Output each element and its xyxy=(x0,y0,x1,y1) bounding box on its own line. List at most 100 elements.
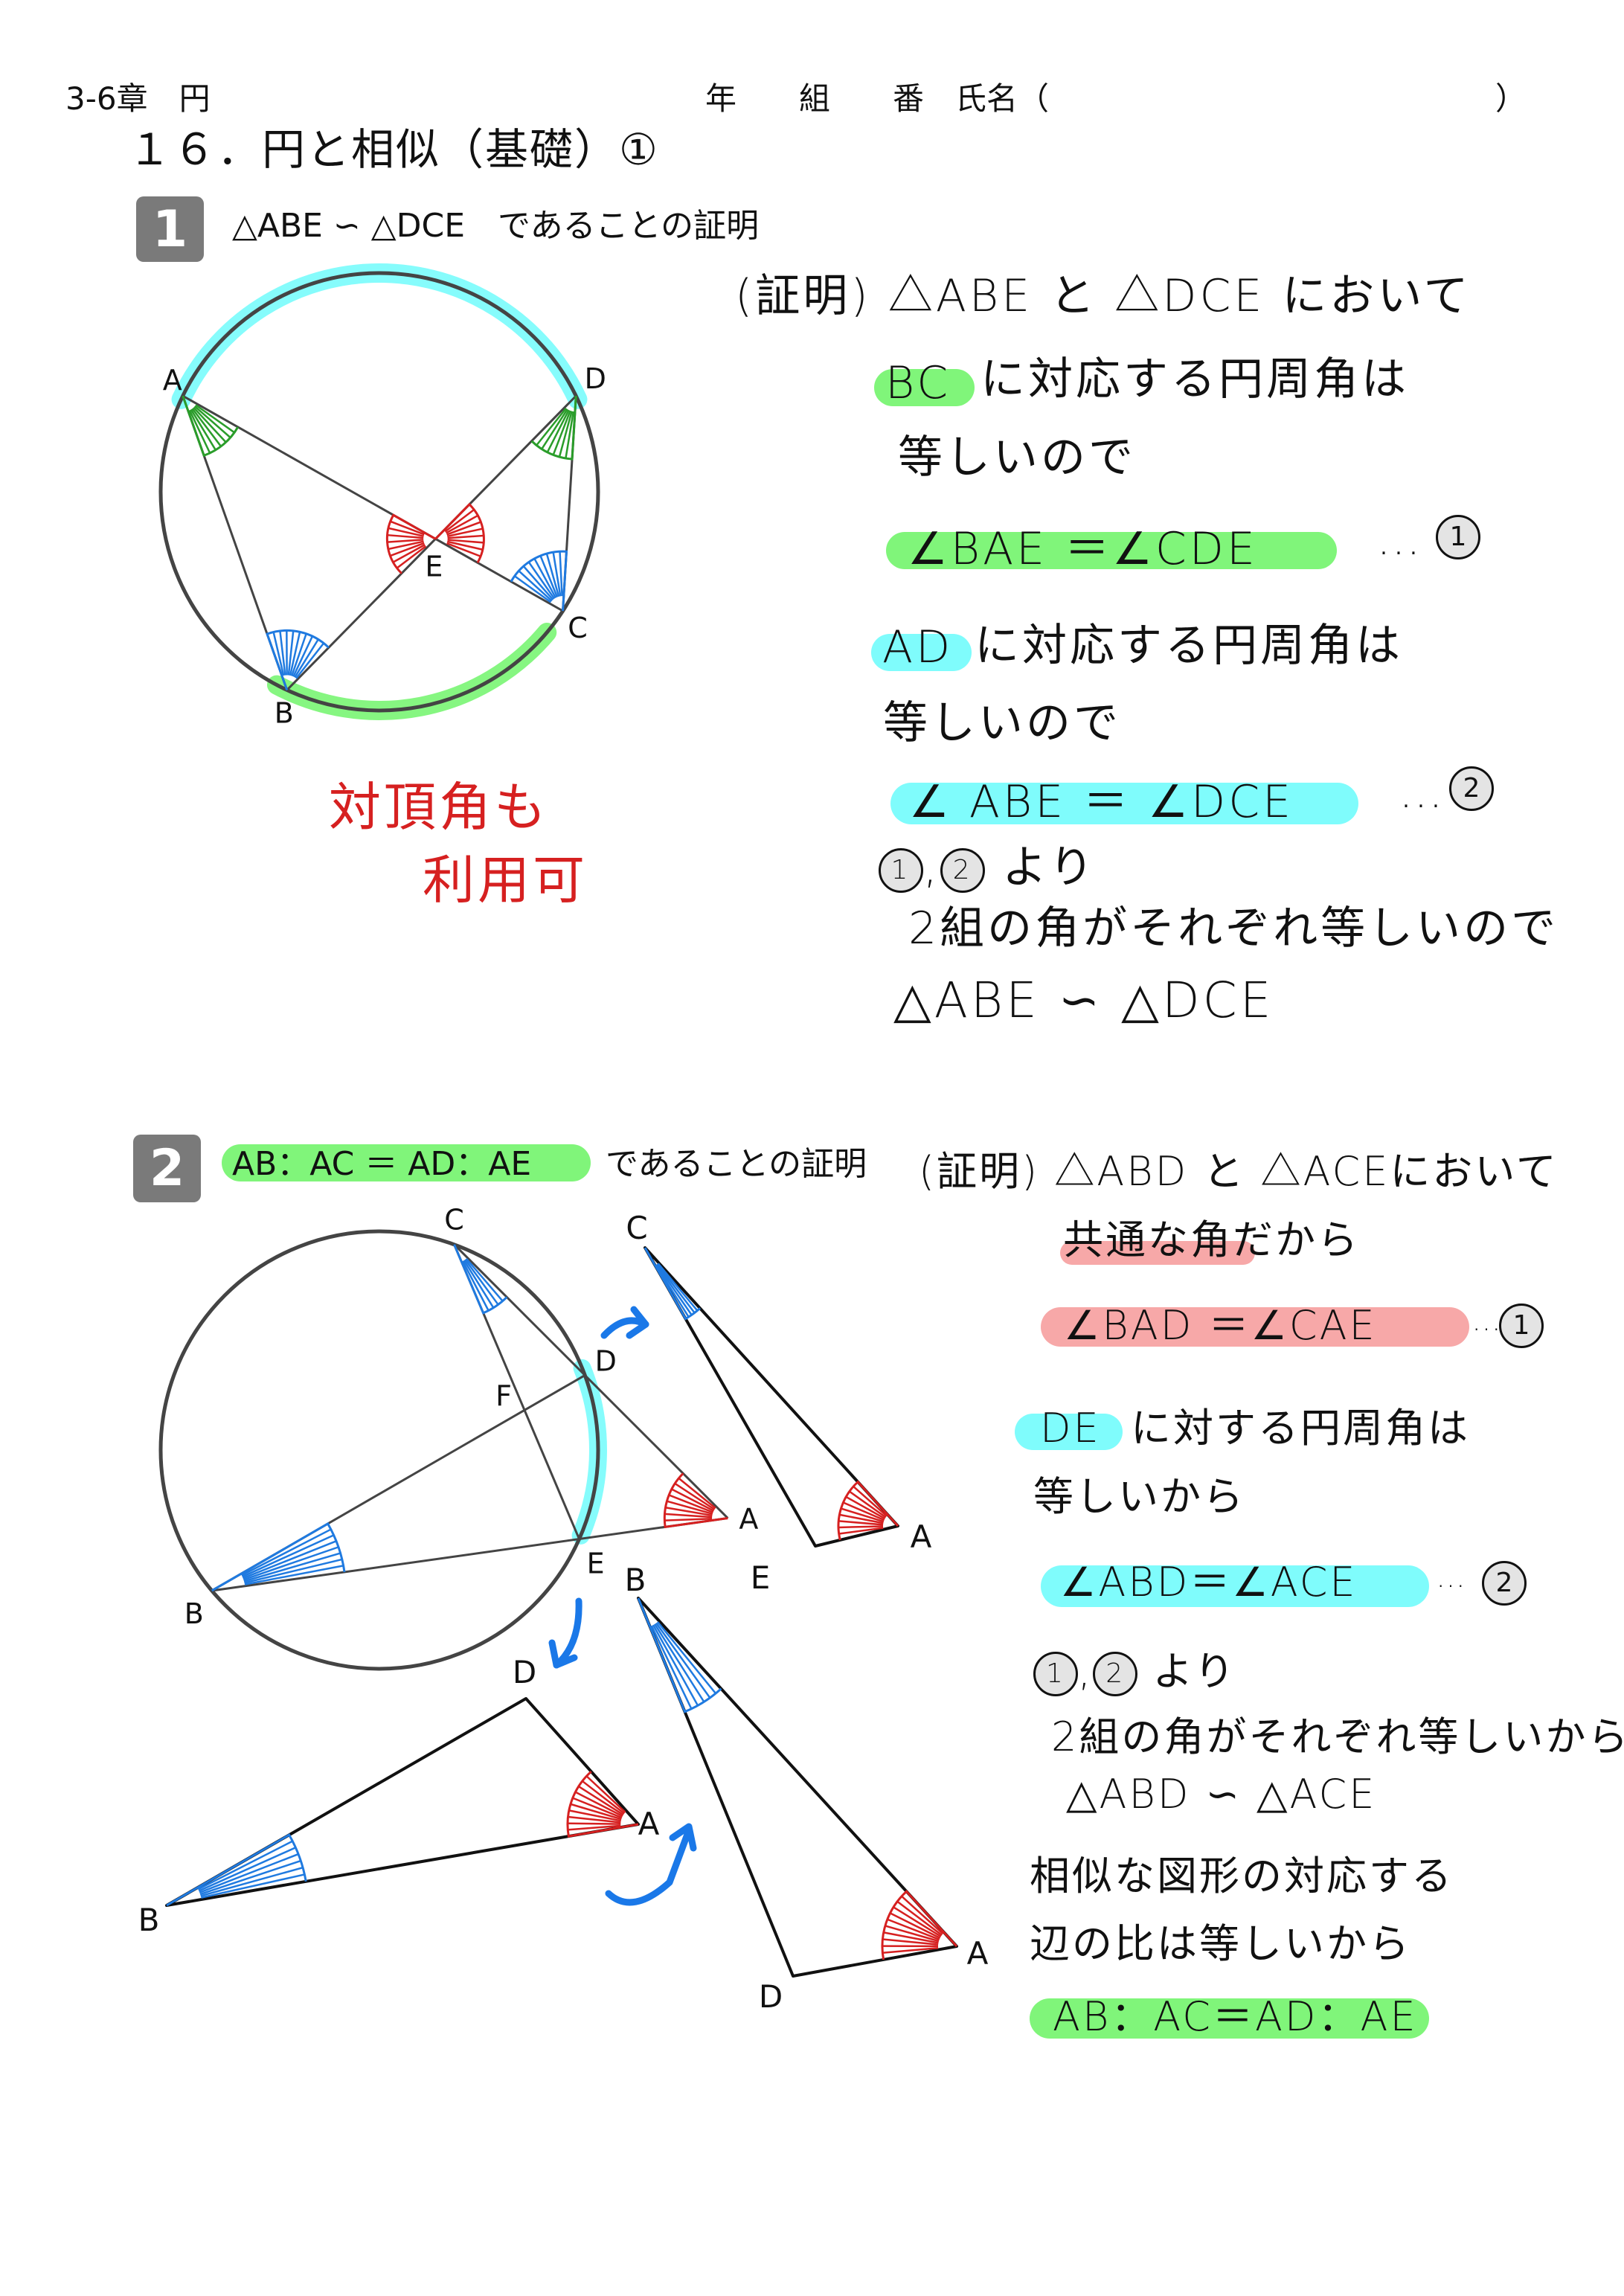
tri-abd-angle-a-hatch xyxy=(585,1775,626,1813)
tri-ace-angle-a-hatch xyxy=(839,1513,884,1524)
tri3-angle-b-hatch xyxy=(655,1622,711,1699)
segment-db xyxy=(286,395,577,691)
ref1-circled: 1 xyxy=(1499,1303,1544,1348)
tri-abd-angle-b-hatch xyxy=(199,1859,301,1896)
tri-abd-angle-a-hatch xyxy=(568,1815,621,1824)
angle-aeb-hatch xyxy=(388,540,424,551)
tri-ace-angle-c-hatch xyxy=(655,1263,693,1316)
arrow-rotate-icon xyxy=(605,1827,693,1906)
angle-dec xyxy=(434,502,485,564)
from-ref1: 1 xyxy=(1033,1652,1078,1697)
angle-bae-hatch xyxy=(193,406,227,443)
angle-abe-hatch xyxy=(287,630,295,676)
problem-2-statement-highlight: AB：AC ＝ AD：AE xyxy=(232,1145,532,1183)
arrow-down-icon-head xyxy=(548,1639,578,1669)
tri-abd-angle-b-hatch xyxy=(201,1873,305,1899)
angle-dec-hatch xyxy=(446,542,481,557)
angle-abe-hatch xyxy=(291,633,307,676)
tri3-label-d: D xyxy=(759,1978,783,2015)
highlight-result xyxy=(1030,1998,1429,2039)
highlight-ad xyxy=(871,634,972,671)
proof1-eq1: ∠BAE ＝∠CDE xyxy=(908,523,1258,575)
angle-dce-hatch xyxy=(559,551,563,597)
tri-ace-label-e: E xyxy=(751,1559,771,1596)
proof1-conclusion: △ABE ∽ △DCE xyxy=(893,972,1274,1029)
ref2-circled: 2 xyxy=(1449,766,1494,811)
angle-dec-hatch xyxy=(446,521,481,536)
angle-dce-hatch xyxy=(533,558,557,599)
tri-abd-angle-a-hatch xyxy=(570,1803,622,1821)
label-c: C xyxy=(444,1204,464,1237)
angle-abd-hatch xyxy=(241,1528,332,1577)
angle-aeb xyxy=(385,513,437,574)
tri-abd-angle-a-hatch xyxy=(568,1824,621,1831)
ref1-circled: 1 xyxy=(1436,515,1480,559)
segment-ba xyxy=(211,1517,728,1592)
label-a: A xyxy=(739,1503,758,1536)
label-e: E xyxy=(425,550,443,583)
highlight-statement xyxy=(222,1144,591,1181)
tri3-angle-a-hatch xyxy=(896,1900,943,1936)
angle-abd xyxy=(211,1521,346,1592)
tri3-label-a: A xyxy=(967,1935,989,1972)
from-ref1: 1 xyxy=(879,847,923,893)
angle-aeb-hatch xyxy=(387,539,424,543)
tri-ace-label-a: A xyxy=(911,1519,932,1555)
tri3-angle-a-hatch xyxy=(882,1946,939,1955)
tri-ace-angle-c-hatch xyxy=(657,1263,699,1312)
angle-abd-hatch xyxy=(243,1552,341,1582)
label-c: C xyxy=(568,612,588,644)
tri-ace-angle-a xyxy=(837,1480,899,1541)
angle-abd-hatch xyxy=(243,1546,339,1581)
problem-2-badge: 2 xyxy=(133,1135,201,1202)
tri-ace-angle-c-hatch xyxy=(656,1263,696,1314)
angle-aeb-hatch xyxy=(396,545,427,569)
from-text: より xyxy=(1152,1648,1237,1695)
tri3-angle-a-hatch xyxy=(901,1895,944,1935)
name-field-close: ） xyxy=(1495,80,1527,117)
tri-abd-label-b: B xyxy=(138,1902,160,1938)
from-text: より xyxy=(1002,841,1097,894)
tri3-angle-a-hatch xyxy=(893,1906,942,1937)
tri3-angle-a-hatch xyxy=(885,1925,940,1943)
angle-dce xyxy=(510,550,568,612)
angle-dce-hatch xyxy=(552,551,562,597)
tri-ace-angle-a-hatch xyxy=(842,1501,885,1521)
angle-aeb-hatch xyxy=(387,533,424,539)
tri-abd-angle-b-hatch xyxy=(198,1847,296,1892)
proof2-result: AB：AC＝AD：AE xyxy=(1053,1993,1418,2040)
tri3-angle-a-hatch xyxy=(882,1938,939,1946)
highlight-eq1 xyxy=(886,532,1337,569)
proof2-line4: 等しいから xyxy=(1033,1473,1245,1520)
note-usable: 利用可 xyxy=(423,850,588,911)
tri3-angle-b-hatch xyxy=(652,1624,699,1706)
highlight-common-angle xyxy=(1060,1241,1255,1265)
triangle-abd-rotated xyxy=(637,1597,958,1978)
angle-bac-hatch xyxy=(665,1507,713,1517)
angle-aeb-hatch xyxy=(388,527,424,537)
from-ref2: 2 xyxy=(940,847,986,893)
segment-ca xyxy=(453,1243,729,1519)
angle-abd-hatch xyxy=(243,1540,337,1580)
tri-ace-angle-a-hatch xyxy=(845,1495,886,1520)
angle-abe-hatch xyxy=(289,632,301,676)
proof2-line3: に対する円周角は xyxy=(1131,1405,1470,1452)
arc-de: DE xyxy=(1040,1405,1101,1452)
angle-bae-hatch xyxy=(195,404,235,434)
angle-dec-hatch xyxy=(446,540,484,551)
from-ref2: 2 xyxy=(1093,1652,1138,1697)
angle-abe-hatch xyxy=(272,632,285,676)
label-d: D xyxy=(595,1344,617,1377)
angle-dec-hatch xyxy=(444,509,475,533)
tri3-angle-b xyxy=(637,1597,722,1713)
tri3-angle-b-hatch xyxy=(654,1623,705,1703)
angle-bac-hatch xyxy=(671,1488,715,1512)
angle-cde xyxy=(530,396,577,461)
name-field-label: 年 組 番 氏名（ xyxy=(705,80,1050,117)
angle-bac-hatch xyxy=(678,1477,716,1510)
label-d: D xyxy=(585,362,606,395)
angle-aeb-hatch xyxy=(390,542,425,557)
label-b: B xyxy=(184,1597,204,1630)
tri3-angle-a-hatch xyxy=(887,1918,940,1941)
proof1-eq2: ∠ ABE ＝ ∠DCE xyxy=(909,776,1294,828)
